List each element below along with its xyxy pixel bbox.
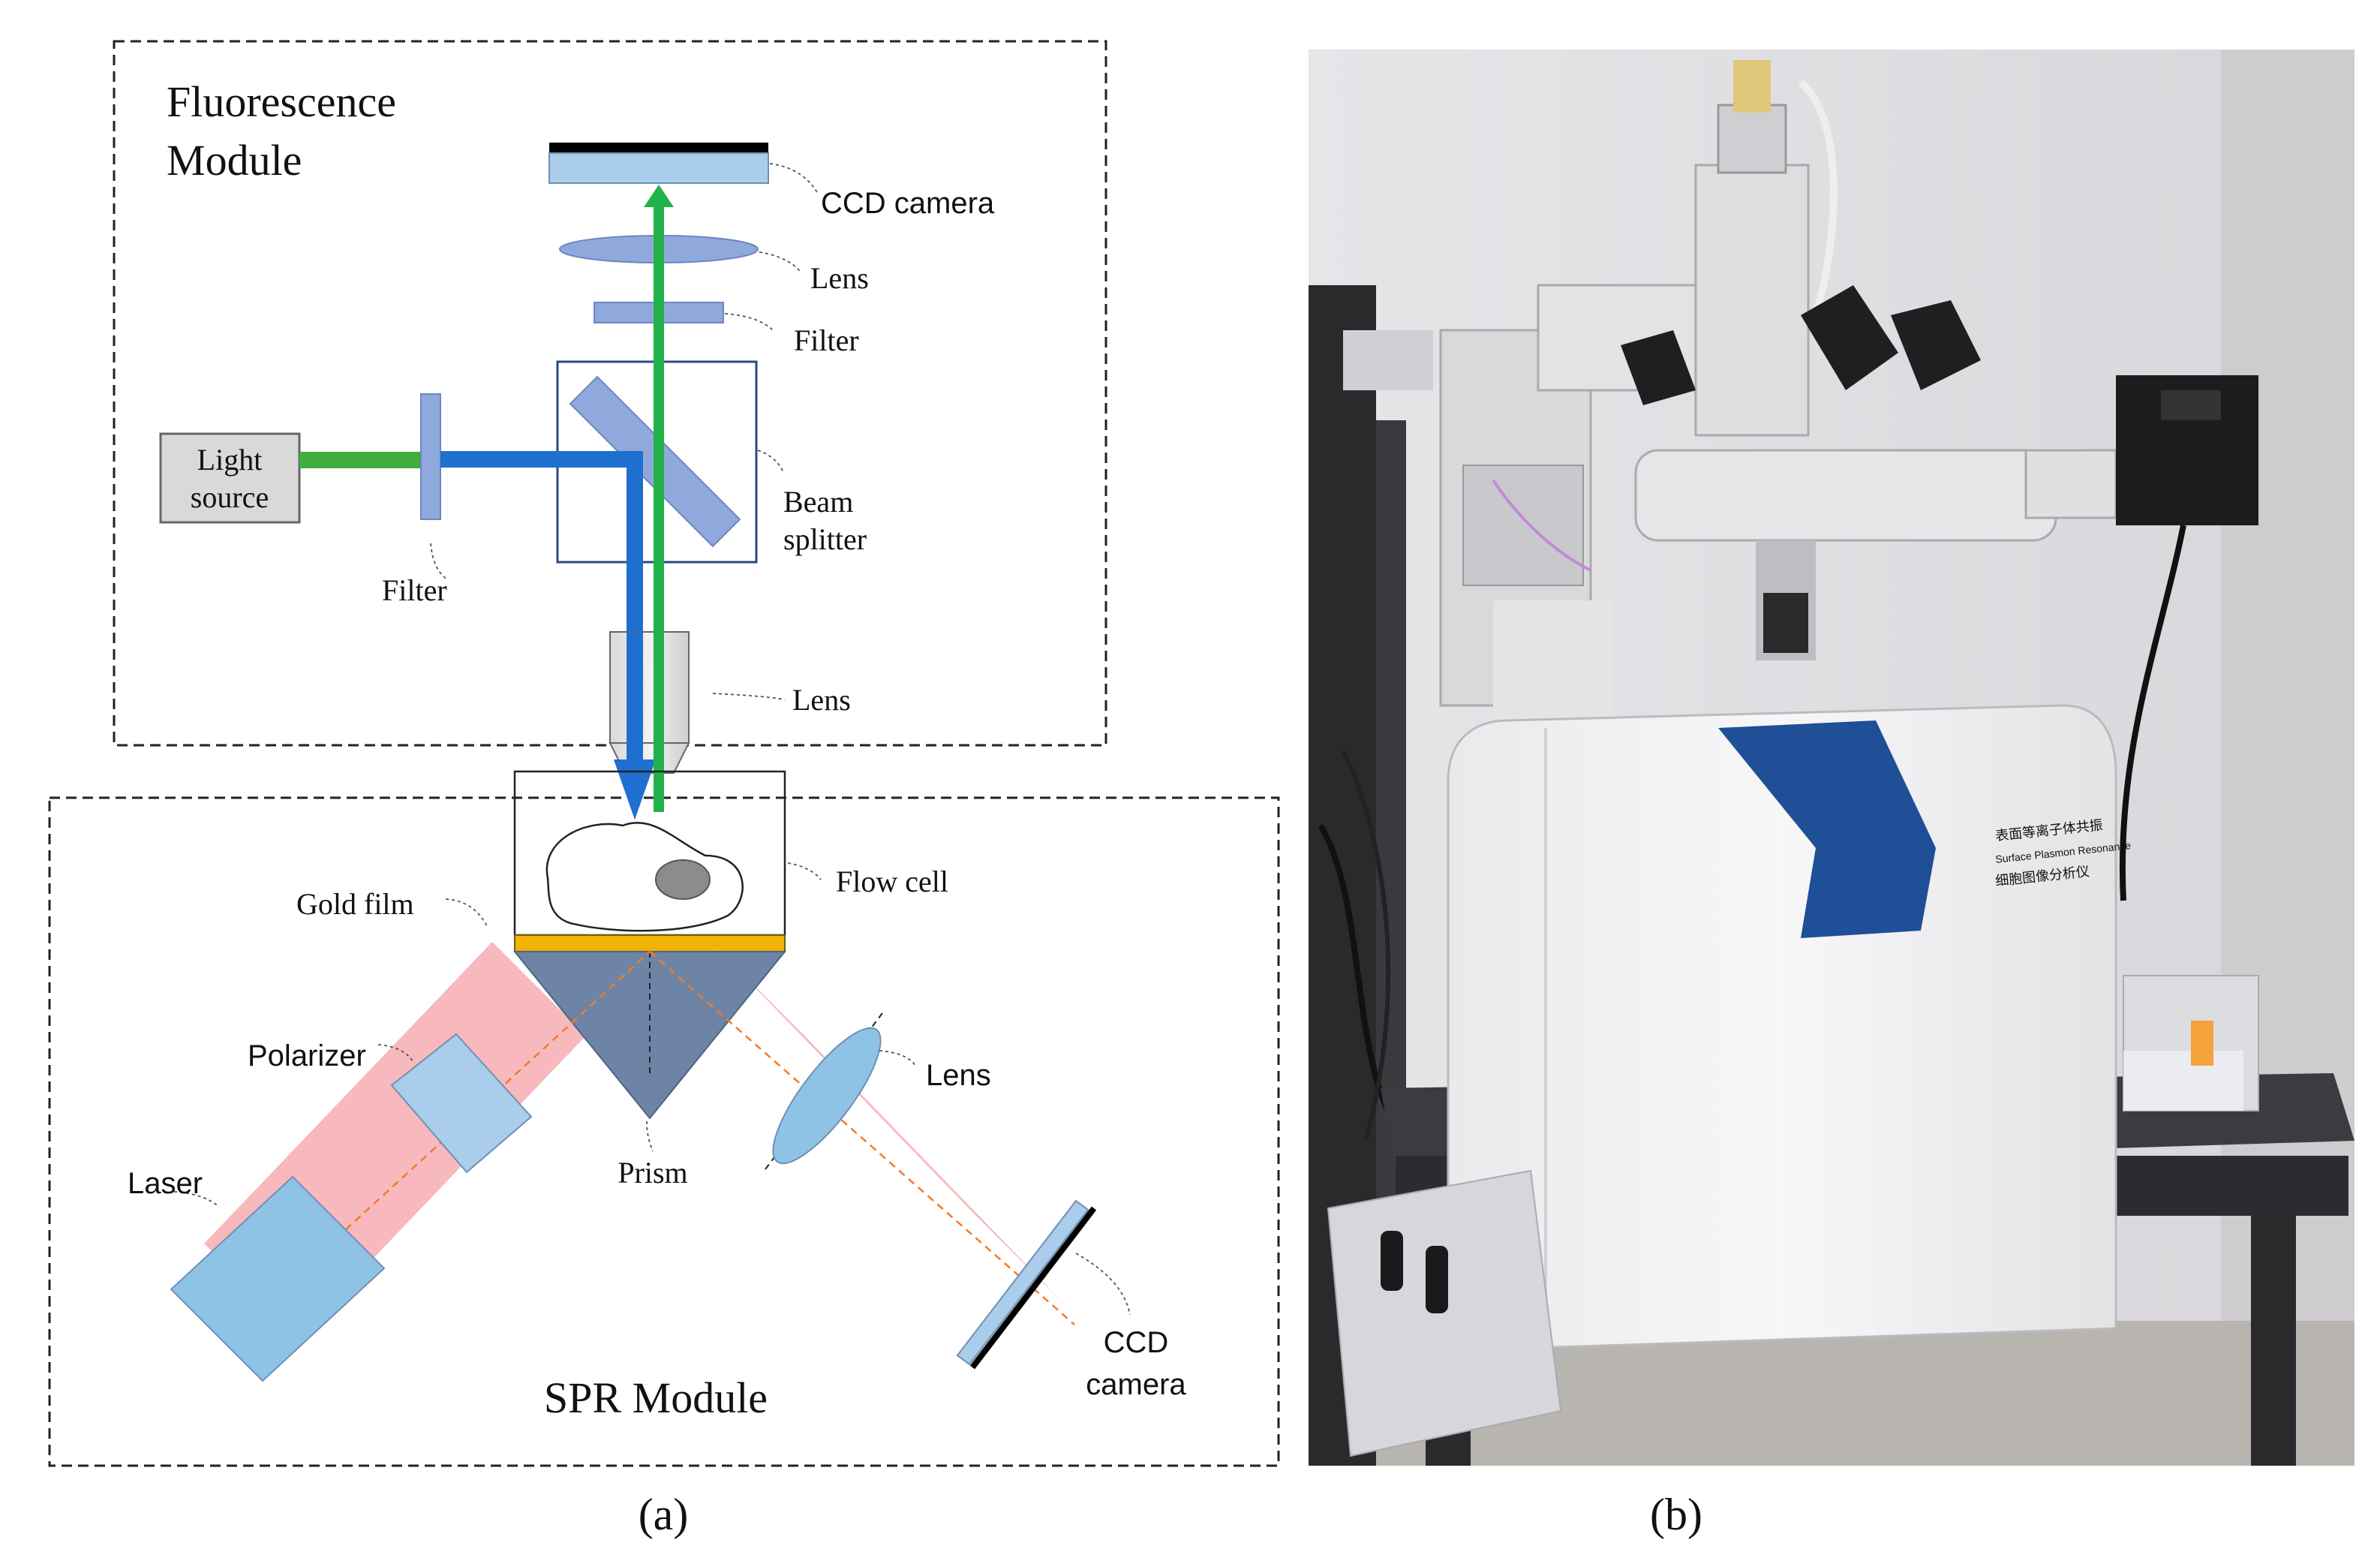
ccd-camera-bottom (956, 1199, 1097, 1370)
spr-module-title: SPR Module (544, 1373, 768, 1422)
objective-lens (609, 631, 690, 774)
ccd-camera-bottom-label-2: camera (1086, 1368, 1186, 1401)
beam-splitter-label: Beam (783, 485, 853, 519)
excitation-beam-front (627, 632, 643, 765)
gold-film (514, 934, 786, 952)
spr-lens-label: Lens (926, 1059, 991, 1092)
lens-objective-label: Lens (792, 683, 851, 717)
reflected-beam (713, 944, 1066, 1306)
caption-a: (a) (639, 1490, 689, 1539)
emission-arrowhead (644, 185, 674, 207)
ccd-camera-bottom-label: CCD (1104, 1326, 1169, 1359)
spr-device (1447, 704, 2117, 1352)
laser (170, 1175, 386, 1382)
cell-outline (545, 822, 744, 932)
light-source-label-2: source (191, 480, 269, 514)
incident-axis (335, 951, 651, 1239)
light-source-label: Light (197, 443, 263, 477)
spr-module-border (48, 796, 1280, 1467)
laser-label: Laser (128, 1167, 203, 1200)
gold-film-label: Gold film (296, 887, 414, 921)
panel-a: Fluorescence Module Light source (48, 40, 1280, 1467)
fluorescence-module-title: Fluorescence (167, 77, 396, 126)
polarizer (390, 1033, 533, 1174)
filter-left (420, 393, 441, 520)
reflected-axis (649, 951, 1075, 1325)
fluorescence-module-title-2: Module (167, 136, 302, 185)
caption-b: (b) (1650, 1490, 1702, 1539)
filter-left-label: Filter (382, 573, 447, 607)
leader-lines (173, 163, 1131, 1316)
panel-b: 表面等离子体共振 Surface Plasmon Resonance 细胞图像分… (1309, 50, 2354, 1466)
source-beam (299, 452, 421, 468)
polarizer-label: Polarizer (248, 1039, 366, 1072)
ccd-camera-top (548, 143, 769, 184)
fluorescence-module-border (113, 40, 1107, 747)
spr-lens (772, 1027, 882, 1165)
light-source (159, 432, 301, 524)
filter-top-label: Filter (794, 323, 859, 357)
ccd-camera-top-label: CCD camera (821, 187, 995, 220)
excitation-beam (440, 451, 643, 765)
cell-nucleus (655, 859, 711, 900)
lens-top-label: Lens (810, 261, 869, 295)
spr-device-panel (1718, 720, 1936, 938)
flow-cell-label: Flow cell (836, 865, 948, 898)
flow-cell (513, 770, 786, 937)
prism-label: Prism (618, 1156, 687, 1190)
beam-splitter-label-2: splitter (783, 522, 867, 556)
